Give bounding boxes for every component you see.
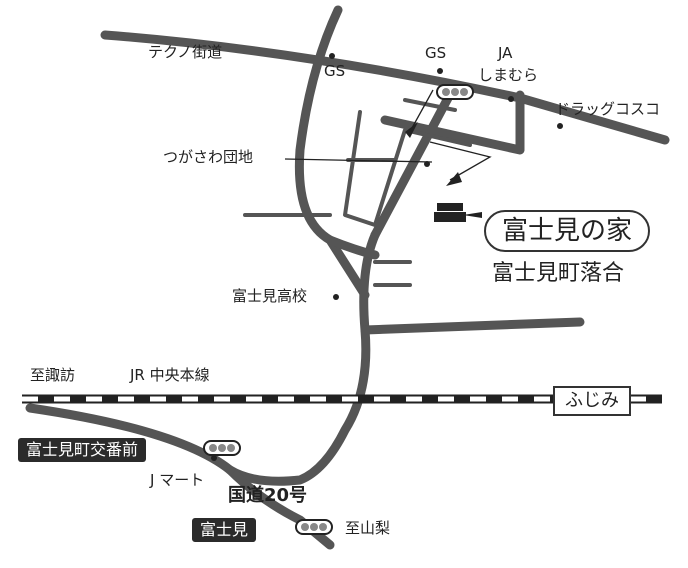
south-road	[225, 465, 335, 550]
tsugasawa-dot	[424, 161, 430, 167]
fujimi-station: ふじみ	[553, 386, 631, 416]
arrow-head	[405, 122, 418, 138]
curve-branch	[325, 235, 380, 260]
drug-cosco-label: ドラッグコスコ	[555, 100, 661, 118]
highschool-road	[360, 317, 585, 335]
signal-gs	[436, 84, 474, 100]
gs-left-label: GS	[324, 62, 346, 80]
leader-home	[429, 141, 492, 181]
gs-right-label: GS	[425, 44, 447, 62]
jr-line-label: JR 中央本線	[130, 366, 210, 384]
main-diagonal-road	[370, 80, 460, 240]
shimamura-label: しまむら	[478, 66, 539, 84]
ja-label: JA	[498, 44, 513, 62]
shimamura-dot	[508, 96, 514, 102]
drug-dot	[557, 123, 563, 129]
signal-fujimi	[295, 519, 333, 535]
to-suwa-label: 至諏訪	[30, 366, 76, 384]
fujimi-signal-label: 富士見	[192, 518, 257, 542]
highschool-dot	[333, 294, 339, 300]
home-bubble: 富士見の家	[484, 210, 651, 252]
highschool-label: 富士見高校	[232, 287, 308, 305]
j-mart-label: J マート	[150, 471, 205, 489]
to-yamanashi-label: 至山梨	[345, 519, 391, 537]
gs-left-dot	[329, 53, 335, 59]
home-marker	[434, 203, 482, 222]
signal-koban	[203, 440, 241, 456]
koban-signal-label: 富士見町交番前	[18, 438, 147, 462]
minor-road-5	[403, 98, 457, 112]
techno-street-label: テクノ街道	[148, 43, 223, 61]
north-road	[294, 5, 370, 300]
main-road	[225, 230, 380, 486]
home-arrow-head	[446, 172, 462, 186]
leader-tsugasawa	[284, 158, 433, 163]
route20-label: 国道20号	[228, 485, 308, 506]
gs-right-dot	[437, 68, 443, 74]
west-curve-road	[25, 403, 235, 475]
j-mart-dot	[211, 455, 217, 461]
tsugasawa-label: つがさわ団地	[163, 148, 254, 166]
area-label: 富士見町落合	[492, 261, 625, 286]
east-branch	[380, 90, 525, 155]
arrow-line	[411, 89, 434, 129]
inner-loop-road	[343, 110, 472, 227]
